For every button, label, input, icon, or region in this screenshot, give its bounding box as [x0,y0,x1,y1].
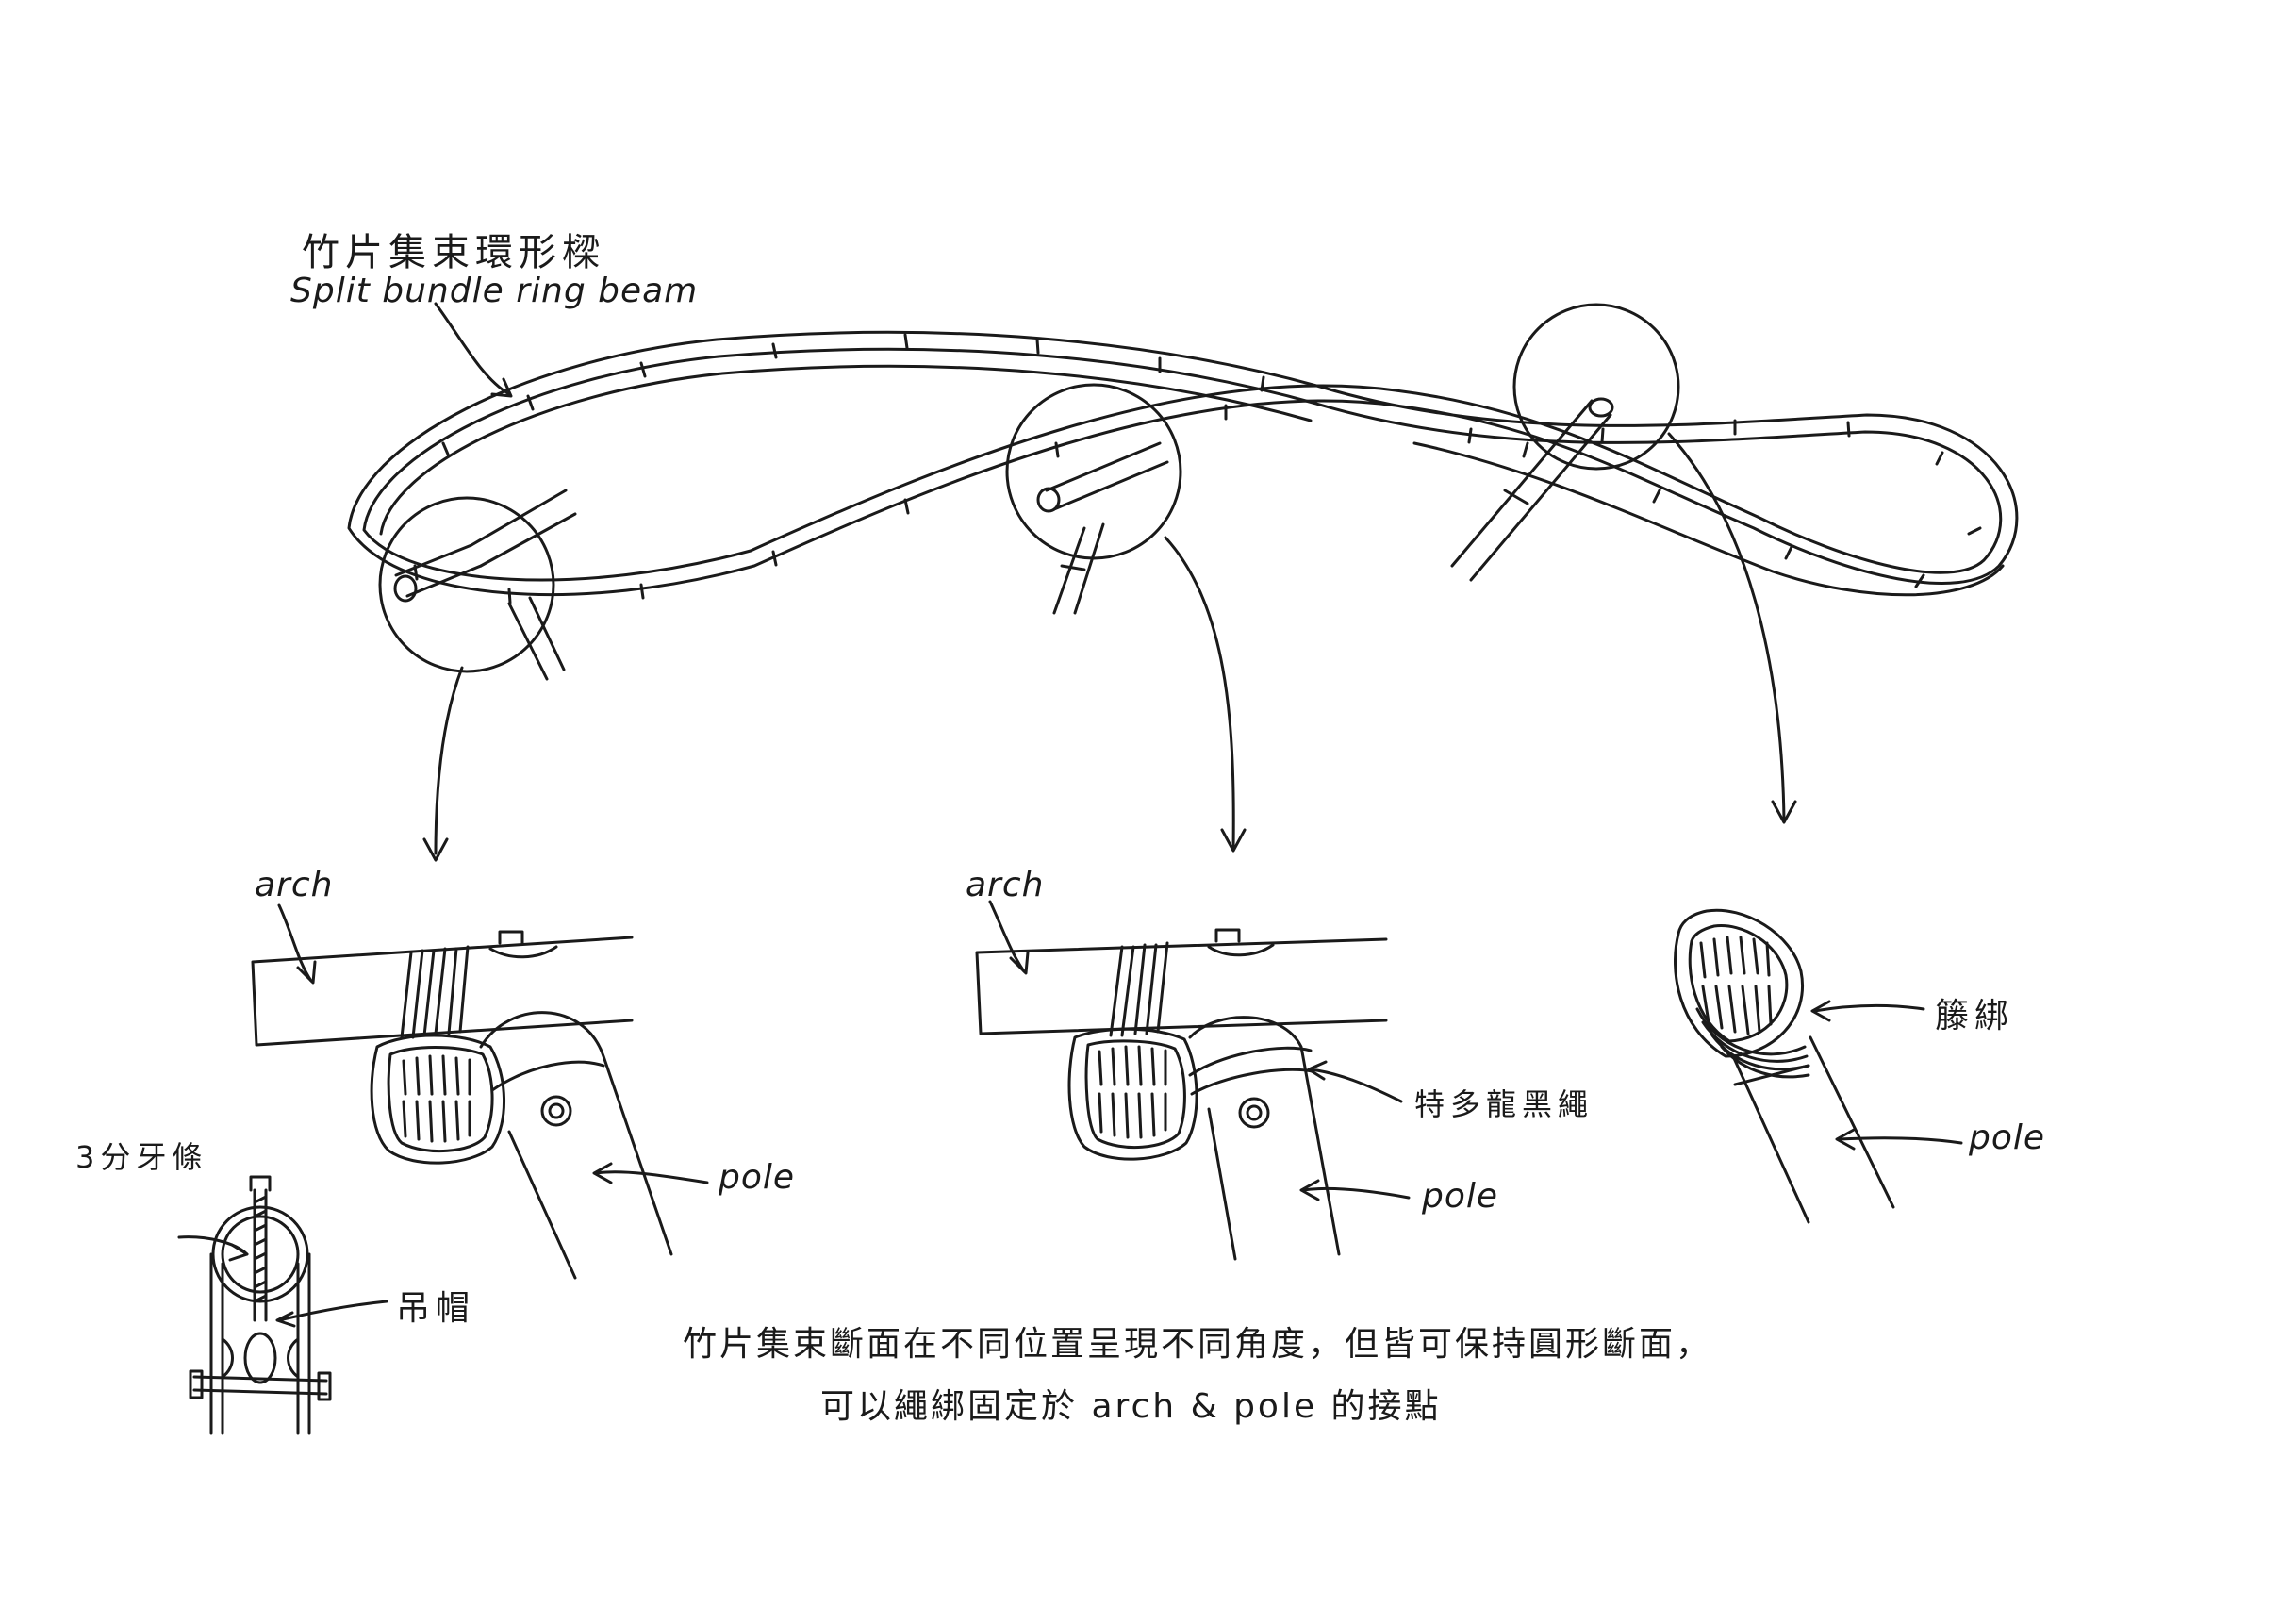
detail-leader-arrows [422,302,1797,862]
detail-1-bolt-label: 3分牙條 [75,1139,208,1175]
label-leaders [277,900,1963,1201]
ring-beam [347,330,2019,604]
detail-2-joint [975,928,1388,1261]
detail-magnifier-circles [378,303,1680,673]
title-en: Split bundle ring beam [290,272,699,310]
detail-1-bolt-section [177,1175,388,1435]
detail-3-joint [1674,908,1895,1224]
detail-1-arch-label: arch [255,866,334,904]
title-zh: 竹片集束環形樑 [302,231,605,274]
caption-line-1: 竹片集束斷面在不同位置呈現不同角度，但皆可保持圓形斷面， [683,1325,1713,1364]
detail-1-pole-label: pole [719,1158,796,1197]
detail-2-rope-label: 特多龍黑繩 [1414,1086,1594,1122]
detail-3-pole-label: pole [1969,1118,2046,1157]
caption-line-2: 可以繩綁固定於 arch & pole 的接點 [820,1387,1442,1426]
detail-3-binding-label: 籐綁 [1935,997,2015,1035]
detail-1-nut-label: 吊帽 [396,1289,476,1328]
detail-1-joint [251,930,673,1280]
beam-poles [393,397,1614,681]
detail-2-arch-label: arch [966,866,1045,904]
detail-2-pole-label: pole [1422,1177,1499,1216]
